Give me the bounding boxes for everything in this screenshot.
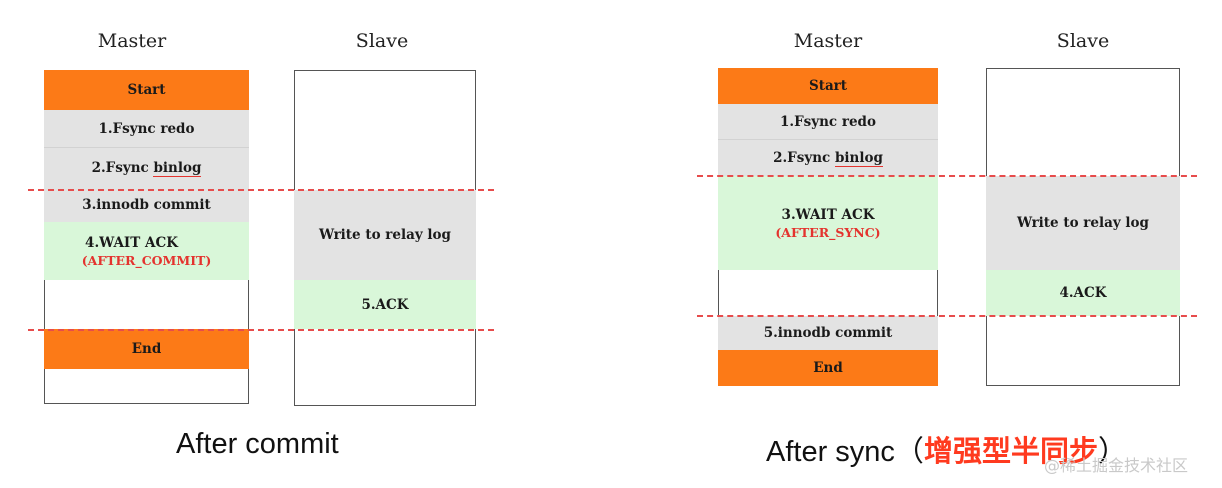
left-ack-label: 5.ACK <box>361 296 409 313</box>
left-end-cell: End <box>44 329 249 369</box>
left-dashed-line-top <box>28 189 494 191</box>
right-step2-word: binlog <box>834 150 883 167</box>
right-start-cell: Start <box>718 68 938 104</box>
left-step4-sub: (AFTER_COMMIT) <box>81 252 212 268</box>
left-dashed-line-bottom <box>28 329 494 331</box>
left-slave-title: Slave <box>355 30 409 52</box>
left-caption: After commit <box>176 428 339 460</box>
right-slave-title: Slave <box>1056 30 1110 52</box>
right-ack-label: 4.ACK <box>1059 285 1107 301</box>
left-step2-word: binlog <box>153 159 202 177</box>
left-start-cell: Start <box>44 70 249 110</box>
right-caption-suffix: ） <box>1097 436 1127 468</box>
right-step2-label: 2.Fsync binlog <box>773 150 883 167</box>
left-relay-label: Write to relay log <box>319 227 451 243</box>
right-step1-cell: 1.Fsync redo <box>718 104 938 139</box>
left-master-title: Master <box>97 30 167 52</box>
right-start-label: Start <box>808 78 848 94</box>
right-end-label: End <box>813 360 843 376</box>
right-step1-label: 1.Fsync redo <box>779 113 876 130</box>
right-caption-highlight: 增强型半同步 <box>923 436 1098 468</box>
left-step2-label: 2.Fsync binlog <box>91 159 202 177</box>
left-step1-label: 1.Fsync redo <box>98 120 195 137</box>
left-step4-label: 4.WAIT ACK <box>85 234 178 251</box>
watermark: @稀土掘金技术社区 <box>1044 456 1189 475</box>
right-master-title: Master <box>793 30 863 52</box>
right-ack-cell: 4.ACK <box>986 270 1180 316</box>
left-step2-prefix: 2.Fsync <box>91 159 154 176</box>
left-step1-cell: 1.Fsync redo <box>44 110 249 147</box>
right-relay-cell: Write to relay log <box>986 176 1180 270</box>
right-step2-prefix: 2.Fsync <box>773 150 835 166</box>
right-step2-cell: 2.Fsync binlog <box>718 139 938 176</box>
right-step3-label: 3.WAIT ACK <box>781 206 875 223</box>
right-caption: After sync（增强型半同步） <box>766 428 1127 470</box>
right-caption-prefix: After sync（ <box>766 436 924 468</box>
left-start-label: Start <box>127 82 166 98</box>
left-end-label: End <box>131 341 162 357</box>
right-relay-label: Write to relay log <box>1017 215 1149 231</box>
right-dashed-line-bottom <box>697 315 1197 317</box>
right-step5-cell: 5.innodb commit <box>718 316 938 350</box>
left-step4-cell: 4.WAIT ACK (AFTER_COMMIT) <box>44 222 249 280</box>
left-step3-cell: 3.innodb commit <box>44 187 249 222</box>
right-step5-label: 5.innodb commit <box>763 325 893 341</box>
left-ack-cell: 5.ACK <box>294 280 476 329</box>
left-step3-label: 3.innodb commit <box>82 196 211 213</box>
left-relay-cell: Write to relay log <box>294 190 476 280</box>
right-step3-cell: 3.WAIT ACK (AFTER_SYNC) <box>718 176 938 270</box>
left-step2-cell: 2.Fsync binlog <box>44 147 249 187</box>
right-dashed-line-top <box>697 175 1197 177</box>
right-step3-sub: (AFTER_SYNC) <box>775 224 881 240</box>
right-end-cell: End <box>718 350 938 386</box>
